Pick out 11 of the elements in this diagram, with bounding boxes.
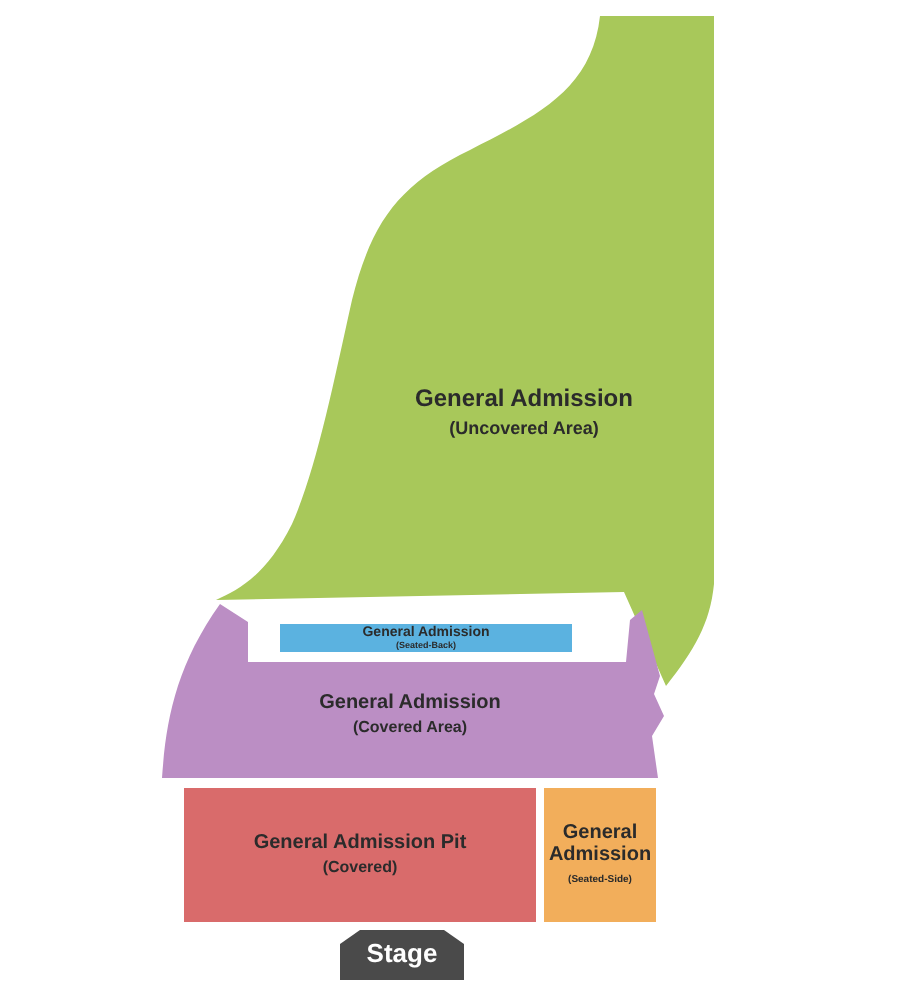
section-note: (Covered): [322, 860, 398, 878]
section-note: (Uncovered Area): [449, 420, 599, 440]
seating-section: [544, 788, 656, 922]
seating-section: [184, 788, 536, 922]
section-name: General Admission: [415, 386, 633, 413]
section-name: General Admission: [546, 822, 654, 866]
section-note: (Covered Area): [352, 720, 468, 738]
stage-label: Stage: [366, 940, 438, 969]
seating-section: [280, 624, 572, 652]
section-name: General Admission: [319, 692, 501, 714]
section-name: General Admission Pit: [253, 832, 467, 854]
